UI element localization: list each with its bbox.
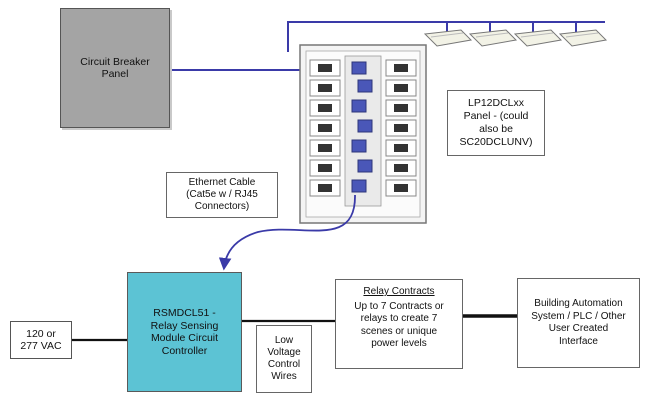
light-fixture-icon — [468, 29, 518, 47]
lighting-panel-label: LP12DCLxx Panel - (could also be SC20DCL… — [459, 97, 533, 148]
fixture-bus-wire — [287, 21, 605, 52]
building-automation-box: Building Automation System / PLC / Other… — [517, 278, 640, 368]
relay-contacts-title: Relay Contracts — [363, 286, 435, 297]
lighting-panel-enclosure — [299, 44, 427, 224]
controller-label: RSMDCL51 - Relay Sensing Module Circuit … — [150, 307, 219, 357]
lighting-panel-callout: LP12DCLxx Panel - (could also be SC20DCL… — [447, 90, 545, 156]
light-fixture-icon — [558, 29, 608, 47]
low-voltage-label: Low Voltage Control Wires — [267, 335, 301, 382]
relay-contacts-box: Relay Contracts Up to 7 Contracts or rel… — [335, 279, 463, 369]
circuit-breaker-panel: Circuit Breaker Panel — [60, 8, 170, 128]
panel-center-bus — [344, 55, 382, 207]
light-fixture-icon — [513, 29, 563, 47]
low-voltage-callout: Low Voltage Control Wires — [256, 325, 312, 393]
relay-contacts-body: Up to 7 Contracts or relays to create 7 … — [354, 301, 444, 349]
ethernet-cable-callout: Ethernet Cable (Cat5e w / RJ45 Connector… — [166, 172, 278, 218]
power-input-box: 120 or 277 VAC — [10, 321, 72, 359]
power-input-label: 120 or 277 VAC — [20, 327, 62, 353]
relay-module-icon — [385, 59, 417, 197]
ethernet-cable-label: Ethernet Cable (Cat5e w / RJ45 Connector… — [186, 177, 258, 212]
relay-sensing-controller: RSMDCL51 - Relay Sensing Module Circuit … — [127, 272, 242, 392]
light-fixture-icon — [423, 29, 473, 47]
breaker-panel-label: Circuit Breaker Panel — [80, 55, 150, 81]
ethernet-cable — [218, 194, 356, 271]
relay-module-icon — [309, 59, 341, 197]
building-automation-label: Building Automation System / PLC / Other… — [531, 298, 626, 347]
